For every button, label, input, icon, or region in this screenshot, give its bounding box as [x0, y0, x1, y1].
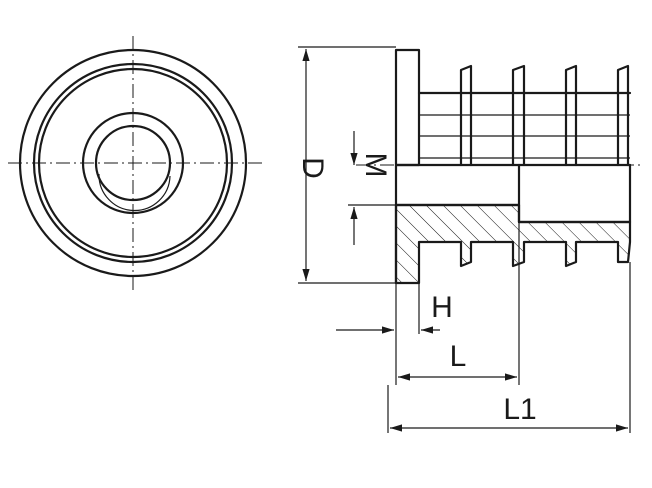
bore-circle [81, 111, 185, 215]
l-label: L [450, 340, 467, 373]
thread-outer-circle [37, 67, 229, 259]
flange-top [394, 48, 421, 167]
m-label: M [359, 153, 392, 178]
upper-half-exterior [394, 48, 632, 167]
fin-4-top [616, 64, 630, 167]
h-label: H [431, 291, 453, 324]
fin-3-top [564, 64, 578, 167]
thread-arc [98, 173, 171, 212]
front-view [8, 36, 262, 294]
fin-1-top [459, 64, 473, 167]
flange-inner-circle [32, 62, 234, 264]
d-label: D [296, 157, 329, 179]
thread-minor-circle [94, 124, 172, 202]
fin-2-top [511, 64, 526, 167]
side-view: D M H L L1 [296, 46, 640, 433]
outer-flange-circle [18, 48, 248, 278]
l1-label: L1 [503, 393, 536, 426]
hatched-section [394, 203, 632, 285]
lower-half-section [394, 163, 632, 285]
